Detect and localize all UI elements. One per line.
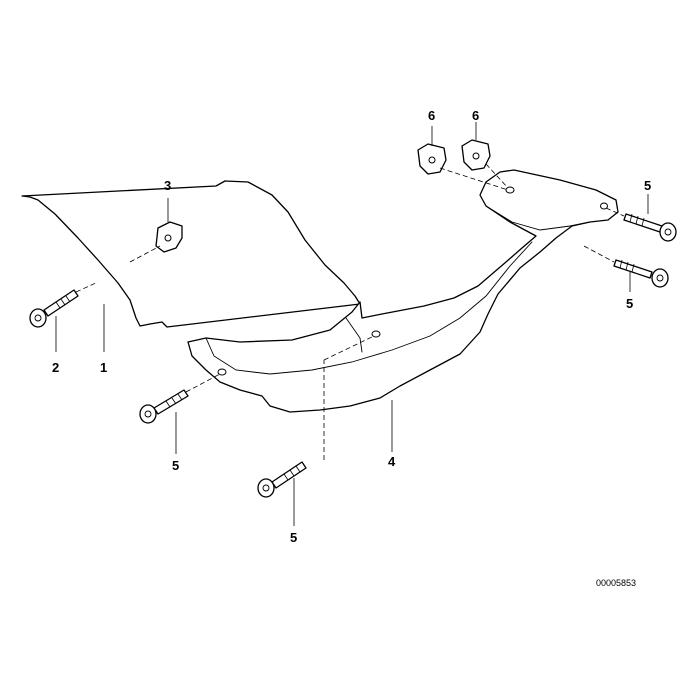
clip-part-6-right[interactable] [461, 139, 491, 171]
callout-6-left: 6 [428, 108, 435, 123]
leader-lines [55, 122, 649, 526]
bolt-part-5-lower-center[interactable] [257, 461, 307, 498]
callout-5-right-upper: 5 [644, 178, 651, 193]
callouts: 1 2 3 4 5 5 5 5 6 6 [52, 108, 651, 545]
bracket-part-1 [21, 180, 361, 328]
bolt-part-5-right-upper[interactable] [623, 213, 677, 242]
callout-4: 4 [388, 454, 396, 469]
callout-1: 1 [100, 360, 107, 375]
document-number: 00005853 [596, 578, 636, 588]
callout-2: 2 [52, 360, 59, 375]
callout-3: 3 [164, 178, 171, 193]
clip-part-6-left[interactable] [417, 143, 447, 175]
callout-5-lower-left: 5 [172, 458, 179, 473]
callout-5-lower-center: 5 [290, 530, 297, 545]
callout-5-right-lower: 5 [626, 296, 633, 311]
bolt-part-2[interactable] [29, 289, 79, 328]
callout-6-right: 6 [472, 108, 479, 123]
guard-part-4[interactable] [187, 169, 619, 413]
bolt-part-5-right-lower[interactable] [613, 259, 669, 288]
clip-part-3[interactable] [155, 221, 183, 253]
bolt-part-5-lower-left[interactable] [139, 389, 189, 424]
